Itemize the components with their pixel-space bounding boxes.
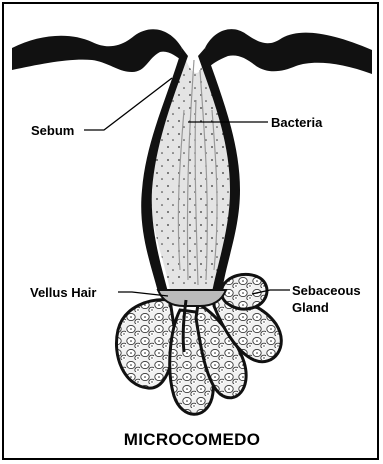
- diagram-title: MICROCOMEDO: [124, 430, 260, 449]
- skin-surface-left: [12, 29, 184, 72]
- label-bacteria: Bacteria: [271, 115, 323, 130]
- follicle-interior: [150, 48, 232, 290]
- skin-surface-right: [205, 29, 372, 74]
- label-sebaceous: Sebaceous: [292, 283, 361, 298]
- label-gland: Gland: [292, 300, 329, 315]
- label-vellus-hair: Vellus Hair: [30, 285, 96, 300]
- label-sebum: Sebum: [31, 123, 74, 138]
